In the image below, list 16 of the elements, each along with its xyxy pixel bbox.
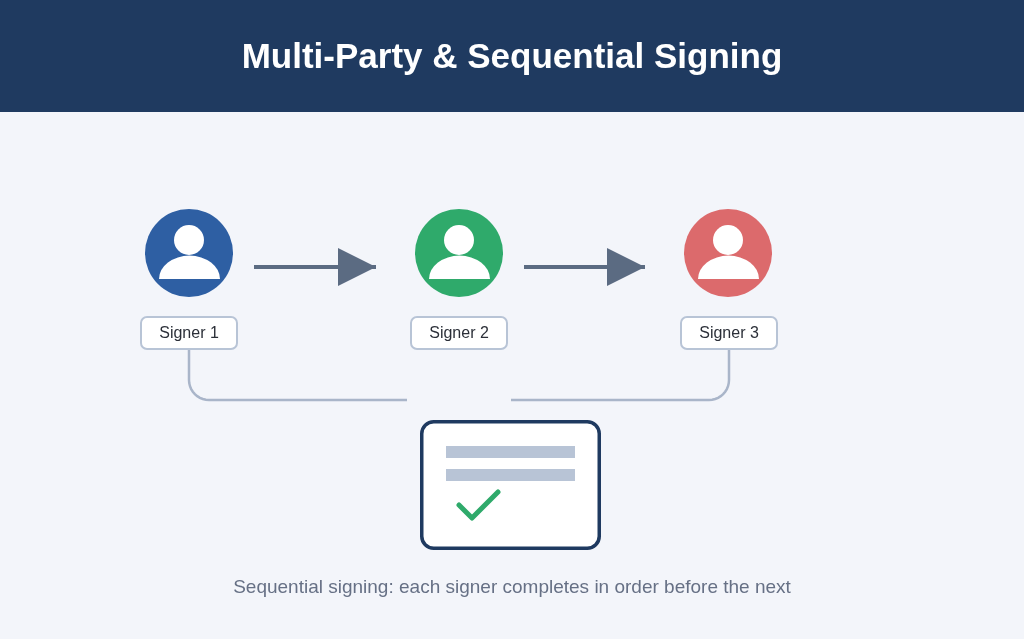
name-tag: [140, 316, 238, 350]
signer-name: Signer 2: [429, 324, 489, 342]
caption: Sequential signing: each signer completes in order before the next: [232, 576, 792, 598]
title: Multi-Party & Sequential Signing: [240, 35, 784, 77]
user-avatar-icon: [684, 209, 772, 297]
arrow: [524, 248, 645, 286]
name-tag: [680, 316, 778, 350]
user-avatar-icon: [415, 209, 503, 297]
signer-name: Signer 3: [699, 324, 759, 342]
connector-line: [511, 350, 731, 402]
arrow: [254, 248, 376, 286]
name-tag: [410, 316, 508, 350]
document-check-icon: [420, 420, 601, 550]
signer-name: Signer 1: [159, 324, 219, 342]
connector-line: [187, 350, 407, 402]
user-avatar-icon: [145, 209, 233, 297]
